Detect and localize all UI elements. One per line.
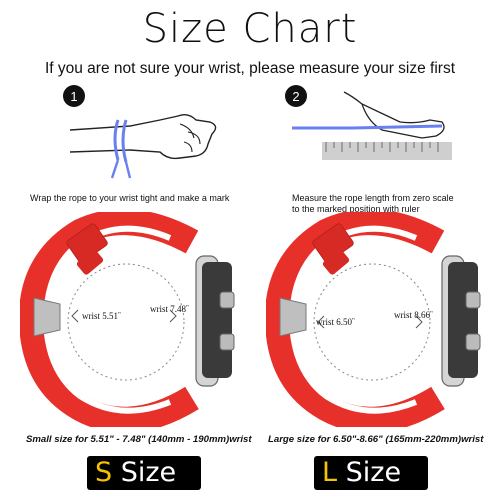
small-size-caption: Small size for 5.51" - 7.48" (140mm - 19… bbox=[26, 434, 252, 445]
step-1-text: Wrap the rope to your wrist tight and ma… bbox=[30, 193, 230, 203]
step-2-text-line1: Measure the rope length from zero scale bbox=[292, 193, 454, 203]
hand-rope-icon: 1 bbox=[63, 85, 217, 179]
small-watch-band bbox=[18, 209, 235, 433]
page-subtitle: If you are not sure your wrist, please m… bbox=[44, 60, 456, 77]
step-2-circle bbox=[285, 85, 307, 107]
large-wrist-min-label: wrist 6.50" bbox=[316, 317, 355, 327]
watch-band-icon bbox=[264, 209, 481, 433]
step-2-number: 2 bbox=[292, 89, 299, 104]
large-size-letter: L bbox=[322, 457, 338, 488]
step-1-number: 1 bbox=[70, 89, 77, 104]
large-size-caption: Large size for 6.50"-8.66" (165mm-220mm)… bbox=[268, 434, 484, 445]
small-size-word: Size bbox=[120, 457, 177, 488]
small-size-badge: S Size bbox=[87, 456, 201, 490]
small-wrist-min-label: wrist 5.51" bbox=[82, 311, 121, 321]
ruler-rope-icon: 2 bbox=[285, 85, 452, 160]
page-title: Size Chart bbox=[142, 6, 358, 52]
large-wrist-max-label: wrist 8.66" bbox=[394, 310, 433, 320]
step-1-circle bbox=[63, 85, 85, 107]
ruler bbox=[322, 142, 452, 160]
small-size-letter: S bbox=[95, 457, 113, 488]
large-size-badge: L Size bbox=[314, 456, 428, 490]
large-size-word: Size bbox=[345, 457, 402, 488]
step-2-text-line2: to the marked position with ruler bbox=[292, 204, 420, 214]
wrist-wrap-illustration: 1 bbox=[60, 82, 235, 182]
large-watch-band bbox=[264, 209, 481, 433]
small-wrist-max-label: wrist 7.48" bbox=[150, 304, 189, 314]
ruler-measure-illustration: 2 bbox=[282, 82, 457, 182]
watch-band-icon bbox=[18, 209, 235, 433]
